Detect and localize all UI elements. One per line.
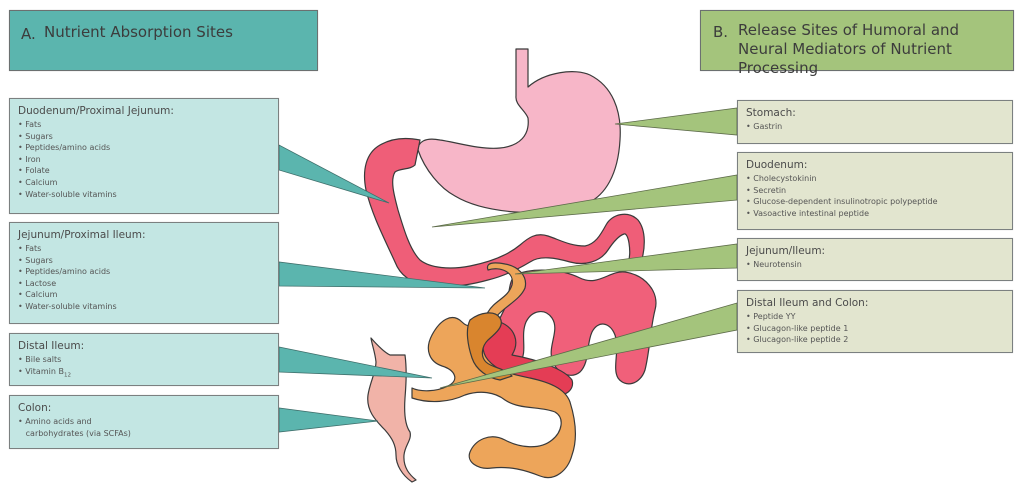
list-item: Vasoactive intestinal peptide [746, 208, 1004, 220]
mediator-box-duodenum: Duodenum: Cholecystokinin Secretin Gluco… [737, 152, 1013, 230]
list-item: Peptide YY [746, 311, 1004, 323]
list-item: Peptides/amino acids [18, 266, 270, 278]
list-item: Sugars [18, 255, 270, 267]
site-name: Distal Ileum: [18, 340, 85, 352]
list-item: Lactose [18, 278, 270, 290]
panel-b-title: Release Sites of Humoral and Neural Medi… [738, 21, 960, 77]
mediator-list: Gastrin [746, 121, 1004, 133]
list-item: Bile salts [18, 354, 270, 366]
list-item: Cholecystokinin [746, 173, 1004, 185]
list-item: Sugars [18, 131, 270, 143]
list-item: Iron [18, 154, 270, 166]
panel-b-letter: B. [713, 23, 729, 41]
list-item: Glucagon-like peptide 2 [746, 334, 1004, 346]
panel-a-letter: A. [21, 25, 36, 43]
mediator-list: Cholecystokinin Secretin Glucose-depende… [746, 173, 1004, 219]
panel-b-header: B. Release Sites of Humoral and Neural M… [700, 10, 1014, 77]
mediator-box-distal-ileum-colon: Distal Ileum and Colon: Peptide YY Gluca… [737, 290, 1013, 353]
vitamin-subscript: 12 [63, 372, 71, 379]
site-name: Duodenum: [746, 159, 808, 171]
list-item: Folate [18, 165, 270, 177]
pointer-colon [278, 407, 379, 433]
nutrient-list: Fats Sugars Peptides/amino acids Iron Fo… [18, 119, 270, 200]
nutrient-list: Bile salts Vitamin B12 [18, 354, 270, 382]
list-item: Vitamin B12 [18, 366, 270, 382]
mediator-list: Peptide YY Glucagon-like peptide 1 Gluca… [746, 311, 1004, 346]
list-item: Calcium [18, 289, 270, 301]
nutrient-list: Fats Sugars Peptides/amino acids Lactose… [18, 243, 270, 313]
site-name: Jejunum/Ileum: [746, 245, 826, 257]
nutrient-list: Amino acids and carbohydrates (via SCFAs… [18, 416, 270, 439]
list-item: Fats [18, 119, 270, 131]
list-item: Peptides/amino acids [18, 142, 270, 154]
list-item: Fats [18, 243, 270, 255]
site-name: Colon: [18, 402, 52, 414]
mediator-box-jejunum-ileum: Jejunum/Ileum: Neurotensin [737, 238, 1013, 281]
site-name: Jejunum/Proximal Ileum: [18, 229, 146, 241]
list-item: Glucose-dependent insulinotropic polypep… [746, 196, 1004, 208]
panel-a-header: A. Nutrient Absorption Sites [9, 10, 318, 71]
site-name: Distal Ileum and Colon: [746, 297, 869, 309]
absorption-box-jejunum-proximal-ileum: Jejunum/Proximal Ileum: Fats Sugars Pept… [9, 222, 279, 324]
pointer-distal-ileum [278, 346, 433, 379]
absorption-box-colon: Colon: Amino acids and carbohydrates (vi… [9, 395, 279, 449]
list-item: Secretin [746, 185, 1004, 197]
absorption-box-distal-ileum: Distal Ileum: Bile salts Vitamin B12 [9, 333, 279, 386]
list-item: Glucagon-like peptide 1 [746, 323, 1004, 335]
absorption-box-duodenum-proximal-jejunum: Duodenum/Proximal Jejunum: Fats Sugars P… [9, 98, 279, 214]
vitamin-label: Vitamin B [25, 366, 64, 376]
pointer-jejunum-proximal-ileum [278, 261, 486, 289]
list-item: Gastrin [746, 121, 1004, 133]
site-name: Stomach: [746, 107, 796, 119]
pointer-duodenum-proximal-jejunum [278, 144, 390, 204]
mediator-box-stomach: Stomach: Gastrin [737, 100, 1013, 144]
list-item: Amino acids and [18, 416, 270, 428]
list-item: Water-soluble vitamins [18, 189, 270, 201]
stomach-shape [417, 48, 621, 214]
pointer-stomach [614, 107, 738, 136]
panel-a-title: Nutrient Absorption Sites [44, 23, 233, 41]
list-item: Neurotensin [746, 259, 1004, 271]
list-item: Water-soluble vitamins [18, 301, 270, 313]
mediator-list: Neurotensin [746, 259, 1004, 271]
colon-shape [367, 337, 417, 483]
list-item: carbohydrates (via SCFAs) [25, 428, 131, 438]
site-name: Duodenum/Proximal Jejunum: [18, 105, 174, 117]
list-item: Calcium [18, 177, 270, 189]
ileum-orange-dark-shape [466, 312, 513, 381]
